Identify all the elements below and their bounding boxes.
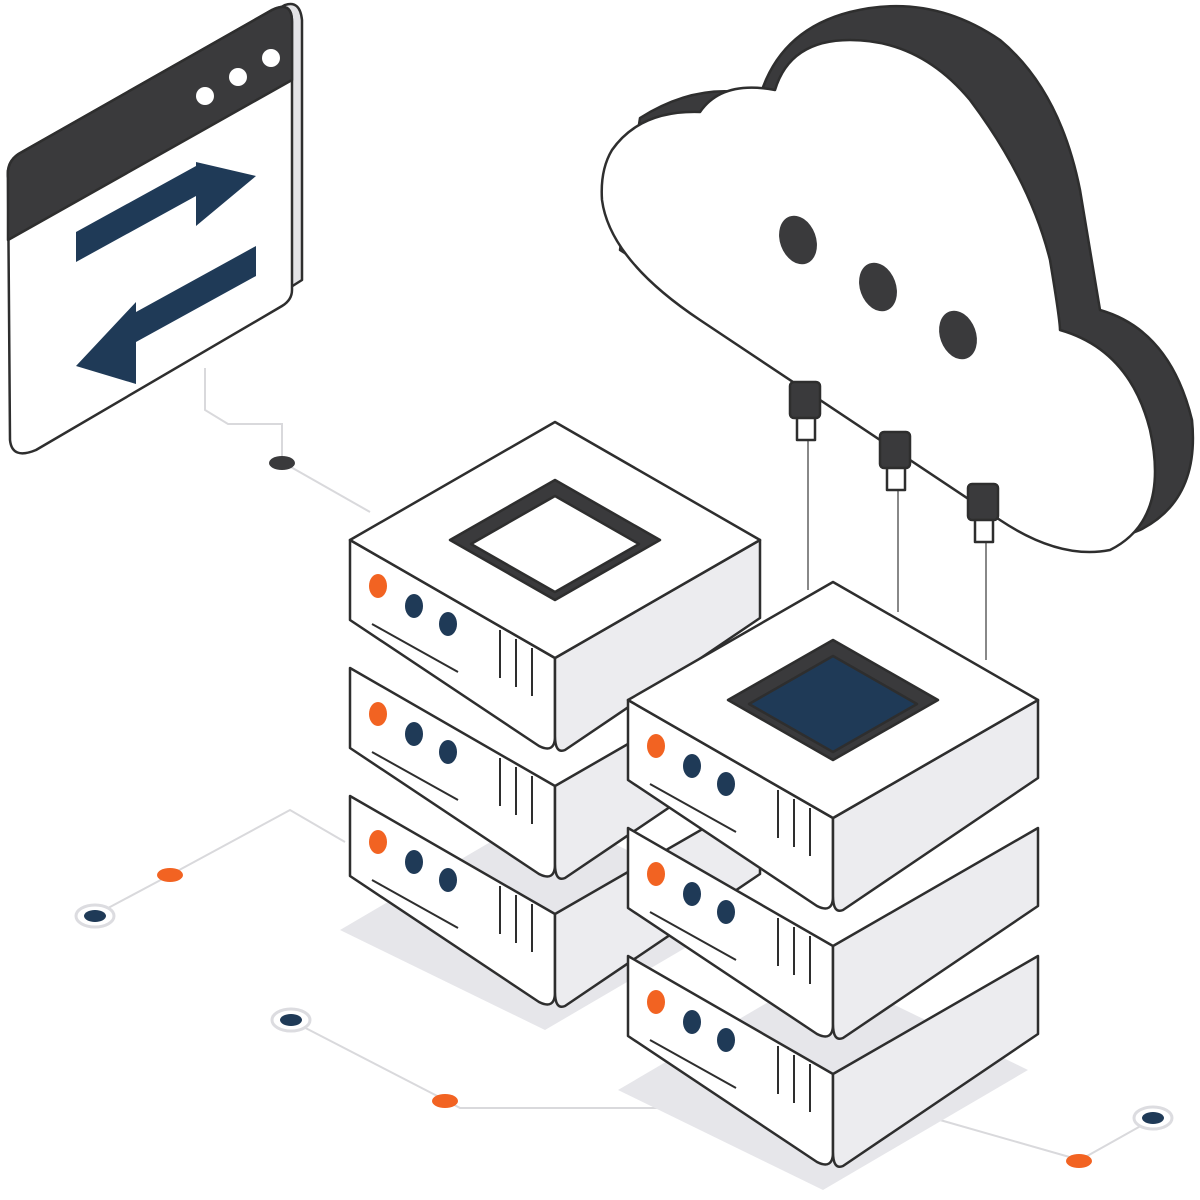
cloud-plug bbox=[966, 482, 1000, 544]
connector-node bbox=[1142, 1112, 1164, 1124]
status-light-navy bbox=[405, 594, 423, 618]
top-slot-opening bbox=[747, 654, 919, 754]
right-server-stack bbox=[618, 580, 1040, 1190]
window-control-dot bbox=[196, 87, 214, 105]
cloud-dot bbox=[859, 262, 897, 312]
status-light-orange bbox=[369, 702, 387, 726]
status-light-navy bbox=[405, 722, 423, 746]
status-light-navy bbox=[439, 868, 457, 892]
transfer-window-icon bbox=[6, 2, 304, 455]
connector-node bbox=[269, 456, 295, 470]
status-light-navy bbox=[717, 1028, 735, 1052]
window-control-dot bbox=[262, 49, 280, 67]
server-label-line bbox=[371, 751, 459, 801]
top-slot-opening bbox=[469, 494, 641, 594]
server-stacks bbox=[340, 420, 1040, 1190]
server-unit bbox=[626, 954, 1040, 1168]
status-light-navy bbox=[439, 740, 457, 764]
server-side-face bbox=[831, 698, 1040, 912]
status-light-navy bbox=[717, 900, 735, 924]
swap-arrows-icon bbox=[76, 162, 256, 384]
server-side-face bbox=[831, 826, 1040, 1040]
cloud-dot bbox=[779, 215, 817, 265]
server-label-line bbox=[649, 1039, 737, 1089]
status-light-navy bbox=[717, 772, 735, 796]
server-label-line bbox=[371, 623, 459, 673]
connector-node bbox=[1066, 1154, 1092, 1168]
status-light-navy bbox=[683, 882, 701, 906]
network-nodes bbox=[74, 456, 1174, 1168]
cloud-plug bbox=[788, 380, 822, 442]
server-label-line bbox=[649, 911, 737, 961]
cloud-icon bbox=[600, 4, 1195, 554]
status-light-navy bbox=[439, 612, 457, 636]
status-light-orange bbox=[647, 990, 665, 1014]
status-light-navy bbox=[683, 1010, 701, 1034]
status-light-navy bbox=[405, 850, 423, 874]
status-light-orange bbox=[369, 574, 387, 598]
server-unit bbox=[626, 580, 1040, 912]
server-unit bbox=[348, 420, 762, 752]
connector-node bbox=[157, 868, 183, 882]
network-lines bbox=[94, 368, 1156, 1161]
status-light-navy bbox=[683, 754, 701, 778]
connector-node bbox=[280, 1014, 302, 1026]
cloud-dot bbox=[939, 310, 977, 360]
server-label-line bbox=[371, 879, 459, 929]
status-light-orange bbox=[369, 830, 387, 854]
server-label-line bbox=[649, 783, 737, 833]
window-control-dot bbox=[229, 68, 247, 86]
status-light-orange bbox=[647, 862, 665, 886]
connector-node bbox=[432, 1094, 458, 1108]
cloud-plug bbox=[878, 430, 912, 492]
server-unit bbox=[626, 826, 1040, 1040]
connector-node bbox=[84, 910, 106, 922]
server-side-face bbox=[831, 954, 1040, 1168]
status-light-orange bbox=[647, 734, 665, 758]
